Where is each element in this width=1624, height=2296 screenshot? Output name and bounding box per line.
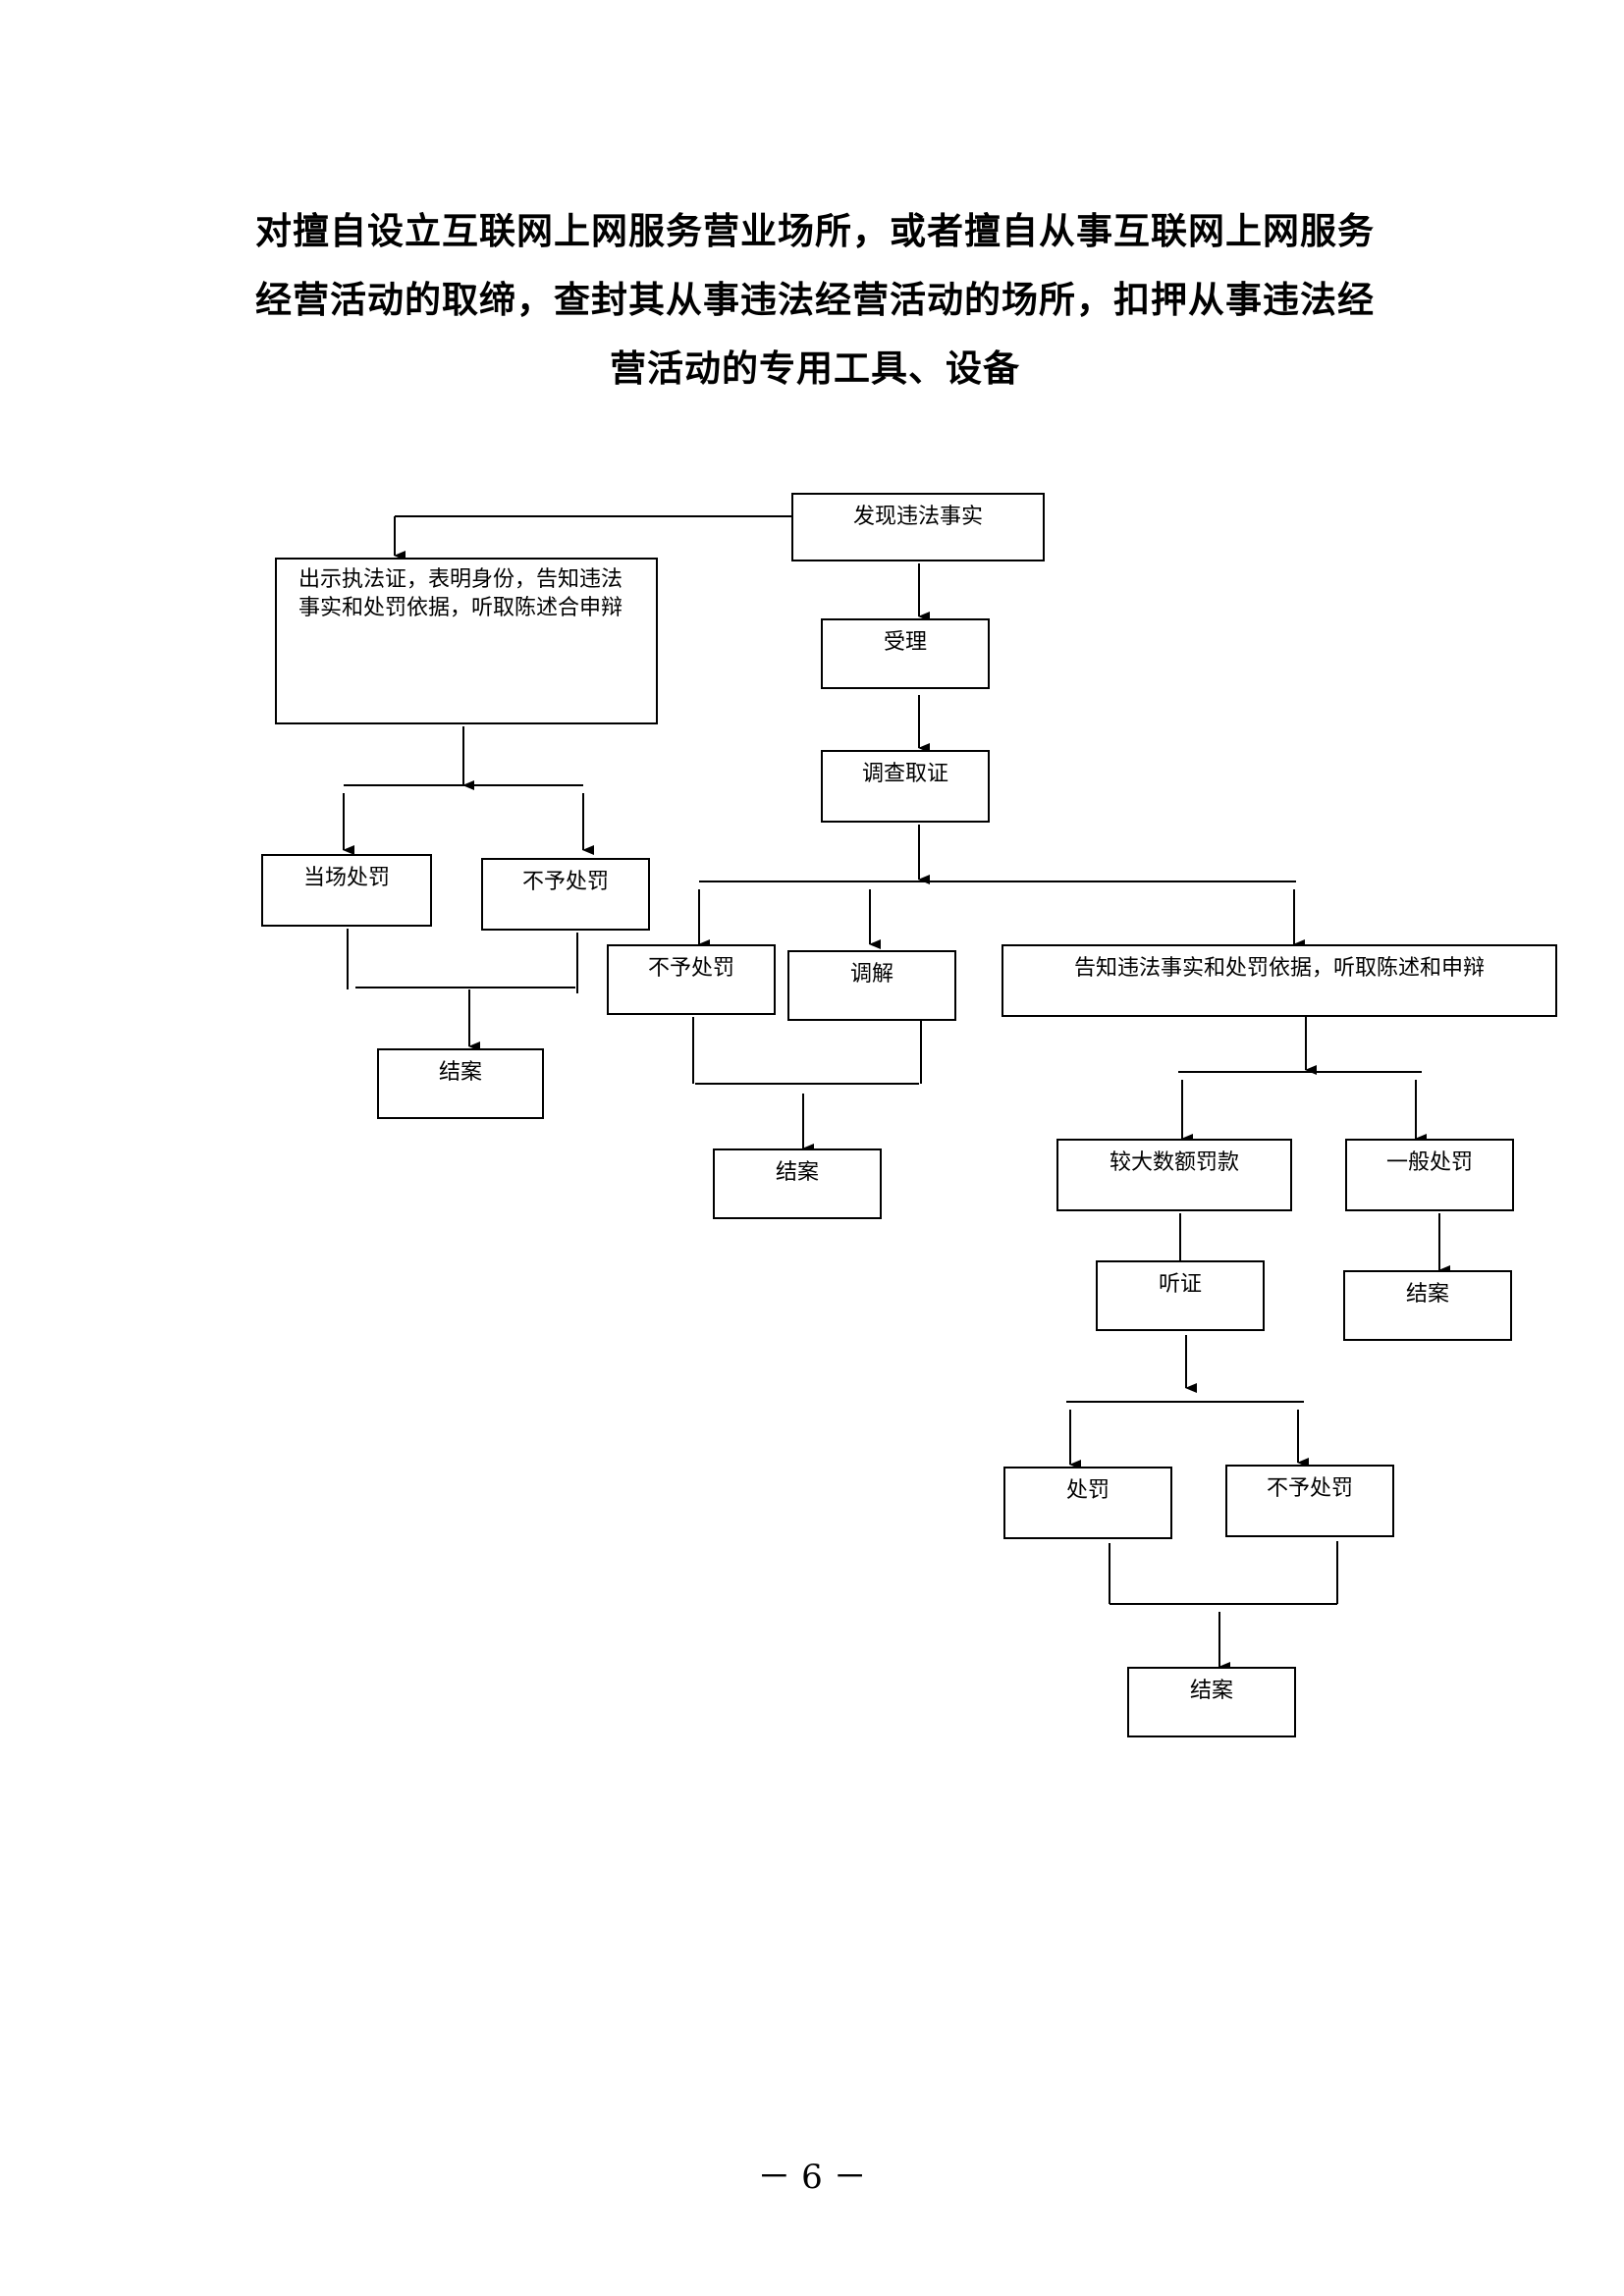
title-line-2: 经营活动的取缔，查封其从事违法经营活动的场所，扣押从事违法经 — [255, 278, 1375, 321]
large-fine-label: 较大数额罚款 — [1109, 1150, 1239, 1175]
hearing-label: 听证 — [1158, 1272, 1202, 1297]
no-penalty-mid-label: 不予处罚 — [647, 956, 734, 981]
close-case-mid-label: 结案 — [775, 1160, 819, 1185]
large-fine-box: 较大数额罚款 — [1056, 1139, 1292, 1211]
close-case-left-box: 结案 — [377, 1048, 544, 1119]
no-penalty-hearing-box: 不予处罚 — [1225, 1465, 1394, 1537]
accept-box: 受理 — [821, 618, 990, 689]
close-case-general-label: 结案 — [1405, 1282, 1449, 1307]
page-number: － 6 － — [757, 2158, 867, 2197]
accept-label: 受理 — [883, 630, 927, 655]
investigate-box: 调查取证 — [821, 750, 990, 823]
general-penalty-label: 一般处罚 — [1385, 1150, 1473, 1175]
close-case-mid-box: 结案 — [713, 1148, 882, 1219]
close-case-general-box: 结案 — [1343, 1270, 1512, 1341]
mediate-box: 调解 — [787, 950, 956, 1021]
discover-violation-box: 发现违法事实 — [791, 493, 1045, 561]
mediate-label: 调解 — [849, 962, 893, 987]
title-line-3: 营活动的专用工具、设备 — [610, 347, 1020, 390]
notify-violation-label: 告知违法事实和处罚依据，听取陈述和申辩 — [1073, 956, 1485, 981]
hearing-box: 听证 — [1096, 1260, 1265, 1331]
close-case-final-label: 结案 — [1189, 1679, 1233, 1703]
title-line-1: 对擅自设立互联网上网服务营业场所，或者擅自从事互联网上网服务 — [255, 209, 1375, 252]
document-title: 对擅自设立互联网上网服务营业场所，或者擅自从事互联网上网服务 经营活动的取缔，查… — [226, 196, 1404, 402]
discover-violation-label: 发现违法事实 — [852, 505, 983, 529]
show-id-notify-label: 出示执法证，表明身份，告知违法事实和处罚依据，听取陈述合申辩 — [298, 567, 623, 620]
penalty-label: 处罚 — [1065, 1478, 1110, 1503]
no-penalty-left-label: 不予处罚 — [521, 870, 609, 894]
penalty-box: 处罚 — [1003, 1467, 1172, 1539]
on-site-penalty-box: 当场处罚 — [261, 854, 432, 927]
show-id-notify-box: 出示执法证，表明身份，告知违法事实和处罚依据，听取陈述合申辩 — [275, 558, 658, 724]
no-penalty-left-box: 不予处罚 — [481, 858, 650, 931]
no-penalty-hearing-label: 不予处罚 — [1266, 1476, 1353, 1501]
close-case-left-label: 结案 — [438, 1060, 482, 1085]
no-penalty-mid-box: 不予处罚 — [607, 944, 776, 1015]
notify-violation-box: 告知违法事实和处罚依据，听取陈述和申辩 — [1001, 944, 1557, 1017]
on-site-penalty-label: 当场处罚 — [302, 866, 390, 890]
general-penalty-box: 一般处罚 — [1345, 1139, 1514, 1211]
investigate-label: 调查取证 — [861, 762, 948, 786]
close-case-final-box: 结案 — [1127, 1667, 1296, 1737]
